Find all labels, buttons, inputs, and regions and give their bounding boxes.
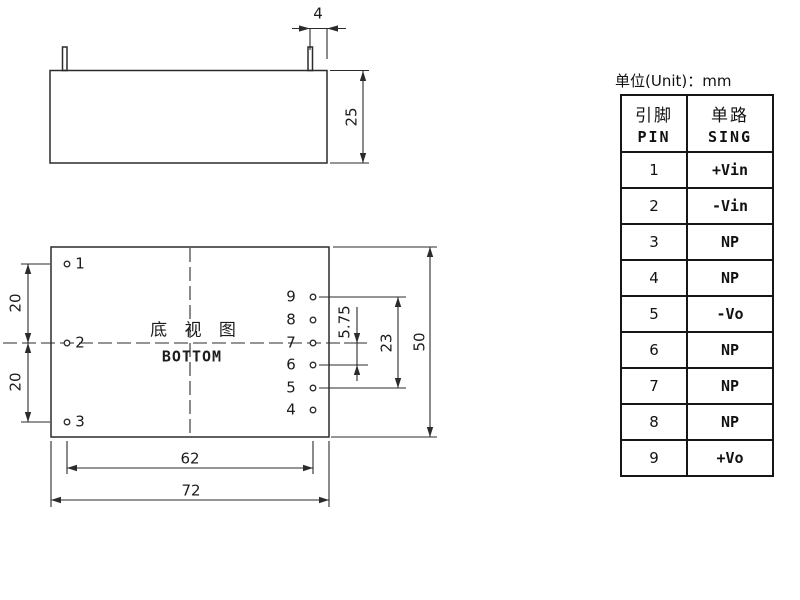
pin-function-cell: +Vo bbox=[686, 439, 774, 477]
header-cell-sing: 单路 SING bbox=[686, 94, 774, 153]
pin-5-hole bbox=[309, 384, 317, 392]
dim-bottom-width-lines bbox=[50, 441, 330, 507]
dim-width-body-value: 72 bbox=[181, 481, 201, 500]
dim-pitch-top-value: 20 bbox=[6, 293, 25, 313]
table-row: 8 NP bbox=[620, 403, 774, 441]
pin-number-cell: 2 bbox=[620, 187, 688, 225]
pin-function-cell: +Vin bbox=[686, 151, 774, 189]
table-row: 3 NP bbox=[620, 223, 774, 261]
pin-number-cell: 8 bbox=[620, 403, 688, 441]
pin-number-cell: 3 bbox=[620, 223, 688, 261]
dim-pin-offset-lines bbox=[292, 27, 346, 59]
pin-function-cell: NP bbox=[686, 367, 774, 405]
pin-function-cell: -Vin bbox=[686, 187, 774, 225]
dim-pin-span-value: 23 bbox=[377, 333, 396, 353]
dim-pin-offset-value: 4 bbox=[313, 4, 323, 23]
side-view-pin-right bbox=[307, 46, 314, 72]
header-pin-cn: 引脚 bbox=[635, 106, 673, 126]
pin-function-cell: NP bbox=[686, 331, 774, 369]
pin-function-cell: NP bbox=[686, 223, 774, 261]
table-header-row: 引脚 PIN 单路 SING bbox=[620, 94, 774, 153]
pin-label-8: 8 bbox=[286, 310, 296, 329]
table-row: 1 +Vin bbox=[620, 151, 774, 189]
pin-4-hole bbox=[309, 406, 317, 414]
pin-number-cell: 6 bbox=[620, 331, 688, 369]
pin-function-cell: NP bbox=[686, 403, 774, 441]
pin-number-cell: 4 bbox=[620, 259, 688, 297]
pin-number-cell: 9 bbox=[620, 439, 688, 477]
pin-8-hole bbox=[309, 316, 317, 324]
table-row: 5 -Vo bbox=[620, 295, 774, 333]
pin-6-hole bbox=[309, 361, 317, 369]
header-sing-en: SING bbox=[707, 128, 753, 146]
pin-number-cell: 5 bbox=[620, 295, 688, 333]
pin-label-4: 4 bbox=[286, 400, 296, 419]
centerlines bbox=[3, 248, 352, 436]
side-view-pin-left bbox=[61, 46, 68, 72]
pin-1-hole bbox=[63, 260, 71, 268]
unit-note: 单位(Unit)：mm bbox=[615, 72, 732, 90]
table-row: 7 NP bbox=[620, 367, 774, 405]
dim-pin-pitch-value: 5.75 bbox=[335, 305, 354, 339]
table-row: 6 NP bbox=[620, 331, 774, 369]
pin-7-hole bbox=[309, 339, 317, 347]
header-pin-en: PIN bbox=[637, 128, 671, 146]
pin-label-6: 6 bbox=[286, 355, 296, 374]
pin-holes bbox=[63, 260, 317, 426]
dim-right-lines bbox=[319, 246, 437, 438]
pin-function-cell: NP bbox=[686, 259, 774, 297]
dim-pitch-bottom-value: 20 bbox=[6, 372, 25, 392]
table-row: 9 +Vo bbox=[620, 439, 774, 477]
table-row: 2 -Vin bbox=[620, 187, 774, 225]
view-title-english: BOTTOM bbox=[161, 347, 223, 366]
pin-2-hole bbox=[63, 339, 71, 347]
pin-label-5: 5 bbox=[286, 378, 296, 397]
dimension-arrowheads bbox=[24, 25, 434, 504]
pin-9-hole bbox=[309, 293, 317, 301]
pin-function-cell: -Vo bbox=[686, 295, 774, 333]
pin-label-3: 3 bbox=[75, 412, 85, 431]
view-title-chinese: 底 视 图 bbox=[150, 320, 242, 341]
side-view-outline bbox=[49, 46, 328, 164]
pin-label-9: 9 bbox=[286, 287, 296, 306]
dim-side-height-value: 25 bbox=[342, 107, 361, 127]
pin-3-hole bbox=[63, 418, 71, 426]
table-row: 4 NP bbox=[620, 259, 774, 297]
header-cell-pin: 引脚 PIN bbox=[620, 94, 688, 153]
pin-number-cell: 7 bbox=[620, 367, 688, 405]
pin-number-cell: 1 bbox=[620, 151, 688, 189]
dim-bottom-height-value: 50 bbox=[410, 332, 429, 352]
pin-function-table: 引脚 PIN 单路 SING 1 +Vin 2 -Vin 3 NP 4 NP 5… bbox=[620, 94, 774, 477]
dim-side-height-lines bbox=[330, 69, 369, 164]
pin-label-2: 2 bbox=[75, 333, 85, 352]
pin-label-1: 1 bbox=[75, 254, 85, 273]
header-sing-cn: 单路 bbox=[711, 106, 749, 126]
dim-width-pins-value: 62 bbox=[180, 449, 200, 468]
bottom-view-outline bbox=[50, 246, 330, 438]
pin-label-7: 7 bbox=[286, 333, 296, 352]
